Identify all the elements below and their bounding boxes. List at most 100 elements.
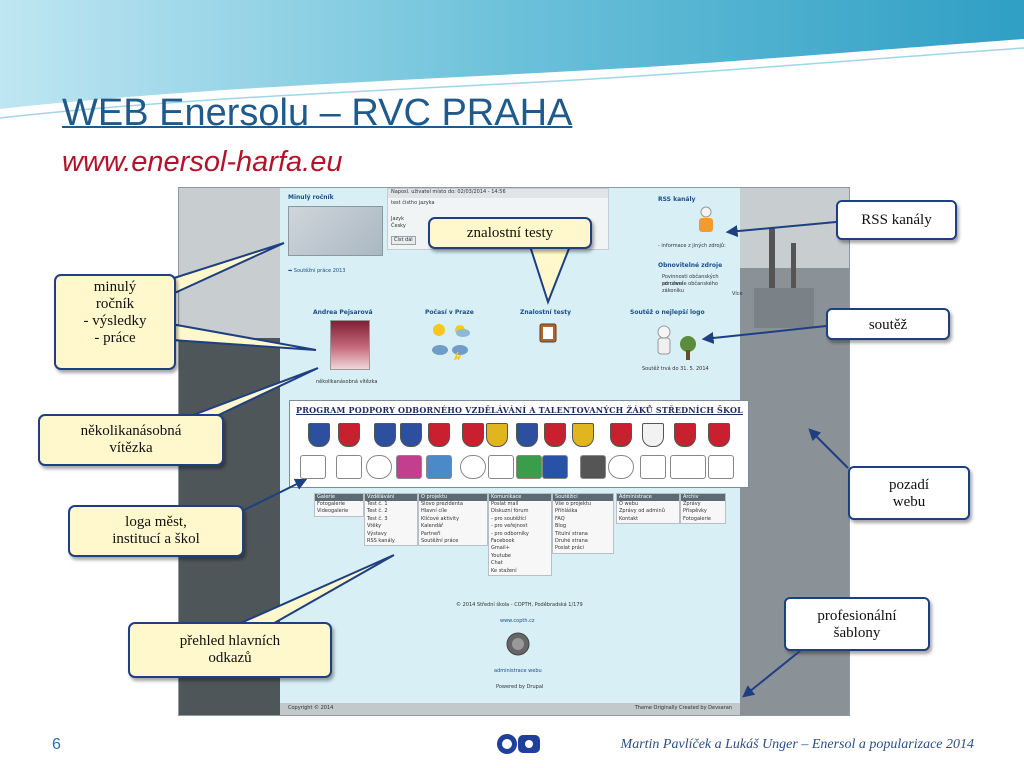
callout-loga: loga měst, institucí a škol: [68, 505, 244, 557]
menu-item[interactable]: Výstavy: [367, 530, 387, 537]
school-logo-icon[interactable]: [670, 455, 706, 479]
city-shield-icon[interactable]: [338, 423, 360, 447]
slide-subtitle-url[interactable]: www.enersol-harfa.eu: [62, 146, 343, 178]
menu-head[interactable]: O projektu: [419, 494, 487, 501]
school-logo-icon[interactable]: [336, 455, 362, 479]
school-logo-icon[interactable]: [640, 455, 666, 479]
school-logo-icon[interactable]: [516, 455, 542, 479]
school-logo-icon[interactable]: [608, 455, 634, 479]
soutez-heading[interactable]: Soutěž o nejlepší logo: [630, 309, 705, 316]
menu-item[interactable]: - pro odborníky: [491, 530, 529, 537]
menu-item[interactable]: Příspěvky: [683, 508, 707, 515]
jazyk-select[interactable]: Česky: [391, 223, 406, 229]
menu-item[interactable]: FAQ: [555, 515, 565, 522]
school-logo-icon[interactable]: [488, 455, 514, 479]
menu-head[interactable]: Galerie: [315, 494, 363, 501]
school-logo-icon[interactable]: [366, 455, 392, 479]
soutezni-prace-link[interactable]: ➡ Soutěžní práce 2013: [288, 268, 346, 274]
menu-item[interactable]: Test č. 1: [367, 501, 388, 507]
copth-logo-icon[interactable]: [542, 455, 568, 479]
menu-head[interactable]: Soutěžící: [553, 494, 613, 501]
menu-item[interactable]: Kontakt: [619, 515, 639, 522]
menu-item[interactable]: Test č. 2: [367, 508, 388, 515]
obnovitelne-line-2[interactable]: po novele občanského zákoníku: [662, 281, 718, 294]
menu-item[interactable]: Přihláška: [555, 508, 578, 515]
school-logo-icon[interactable]: [580, 455, 606, 479]
city-shield-icon[interactable]: [462, 423, 484, 447]
city-shield-icon[interactable]: [400, 423, 422, 447]
menu-item[interactable]: Druhé strana: [555, 538, 588, 545]
city-shield-icon[interactable]: [308, 423, 330, 447]
admin-link[interactable]: administrace webu: [494, 668, 542, 674]
menu-item[interactable]: - pro veřejnost: [491, 523, 528, 530]
school-logo-icon[interactable]: [396, 455, 422, 479]
menu-item[interactable]: Ke stažení: [491, 567, 517, 574]
andrea-heading[interactable]: Andrea Pejsarová: [313, 309, 373, 316]
menu-head[interactable]: Administrace: [617, 494, 679, 501]
menu-item[interactable]: Zprávy od adminů: [619, 508, 665, 515]
andrea-portrait[interactable]: [330, 320, 370, 370]
slide-title: WEB Enersolu – RVC PRAHA: [62, 92, 573, 134]
city-shield-icon[interactable]: [642, 423, 664, 447]
menu-item[interactable]: Poslat práci: [555, 545, 584, 552]
menu-item[interactable]: Titulní strana: [555, 530, 588, 537]
menu-item[interactable]: Klíčové aktivity: [421, 515, 460, 522]
city-shield-icon[interactable]: [544, 423, 566, 447]
rss-heading[interactable]: RSS kanály: [658, 196, 696, 203]
menu-item[interactable]: Chat: [491, 560, 503, 567]
soutez-logo-icon[interactable]: [652, 322, 702, 362]
city-shield-icon[interactable]: [674, 423, 696, 447]
menu-komunikace: Komunikace Poslat mail Diskuzní fórum - …: [488, 493, 552, 577]
school-logo-icon[interactable]: [300, 455, 326, 479]
city-shield-icon[interactable]: [708, 423, 730, 447]
menu-item[interactable]: Kalendář: [421, 523, 444, 530]
menu-item[interactable]: Fotogalerie: [683, 515, 712, 522]
menu-item[interactable]: Diskuzní fórum: [491, 508, 529, 515]
menu-item[interactable]: Slovo prezidenta: [421, 501, 463, 507]
obnovitelne-heading[interactable]: Obnovitelné zdroje: [658, 262, 723, 269]
menu-item[interactable]: Partneři: [421, 530, 441, 537]
menu-item[interactable]: Soutěžní práce: [421, 538, 459, 545]
menu-item[interactable]: RSS kanály: [367, 538, 395, 545]
menu-item[interactable]: Zprávy: [683, 501, 701, 507]
obnovitelne-line-1[interactable]: Povinnosti občanských sdružení: [662, 274, 719, 287]
banner-title[interactable]: PROGRAM PODPORY ODBORNÉHO VZDĚLÁVÁNÍ A T…: [296, 405, 743, 415]
vice-link[interactable]: Více: [732, 291, 743, 297]
menu-item[interactable]: Hlavní cíle: [421, 508, 447, 515]
school-logo-icon[interactable]: [460, 455, 486, 479]
rss-person-icon[interactable]: [695, 206, 717, 234]
menu-item[interactable]: Poslat mail: [491, 501, 519, 507]
cist-dal-button[interactable]: Číst dál: [391, 236, 416, 245]
minuly-rocnik-photos[interactable]: [288, 206, 383, 256]
menu-item[interactable]: O webu: [619, 501, 639, 507]
city-shield-icon[interactable]: [486, 423, 508, 447]
menu-head[interactable]: Archiv: [681, 494, 725, 501]
menu-item[interactable]: Youtube: [491, 552, 511, 559]
pocasi-heading[interactable]: Počasí v Praze: [425, 309, 474, 316]
city-shield-icon[interactable]: [610, 423, 632, 447]
menu-head[interactable]: Vzdělávání: [365, 494, 417, 501]
city-shield-icon[interactable]: [572, 423, 594, 447]
city-shield-icon[interactable]: [516, 423, 538, 447]
city-shield-icon[interactable]: [428, 423, 450, 447]
school-url-link[interactable]: www.copth.cz: [500, 618, 535, 624]
city-shield-icon[interactable]: [374, 423, 396, 447]
menu-item[interactable]: Videogalerie: [317, 508, 349, 515]
menu-item[interactable]: Blog: [555, 523, 567, 530]
enersol-round-logo[interactable]: [506, 632, 530, 656]
menu-item[interactable]: Vtěky: [367, 523, 382, 530]
testy-heading[interactable]: Znalostní testy: [520, 309, 571, 316]
menu-item[interactable]: Gmail+: [491, 545, 510, 552]
menu-item[interactable]: - pro soutěžící: [491, 515, 527, 522]
menu-item[interactable]: Facebook: [491, 538, 515, 545]
program-banner: PROGRAM PODPORY ODBORNÉHO VZDĚLÁVÁNÍ A T…: [289, 400, 749, 488]
school-logo-icon[interactable]: [426, 455, 452, 479]
minuly-rocnik-heading[interactable]: Minulý ročník: [288, 194, 334, 201]
menu-item[interactable]: Vše o projektu: [555, 501, 592, 507]
menu-head[interactable]: Komunikace: [489, 494, 551, 501]
menu-item[interactable]: Test č. 3: [367, 515, 388, 522]
menu-item[interactable]: Fotogalerie: [317, 501, 346, 507]
weather-icons[interactable]: [430, 322, 472, 360]
test-clipboard-icon[interactable]: [538, 322, 558, 344]
school-logo-icon[interactable]: [708, 455, 734, 479]
